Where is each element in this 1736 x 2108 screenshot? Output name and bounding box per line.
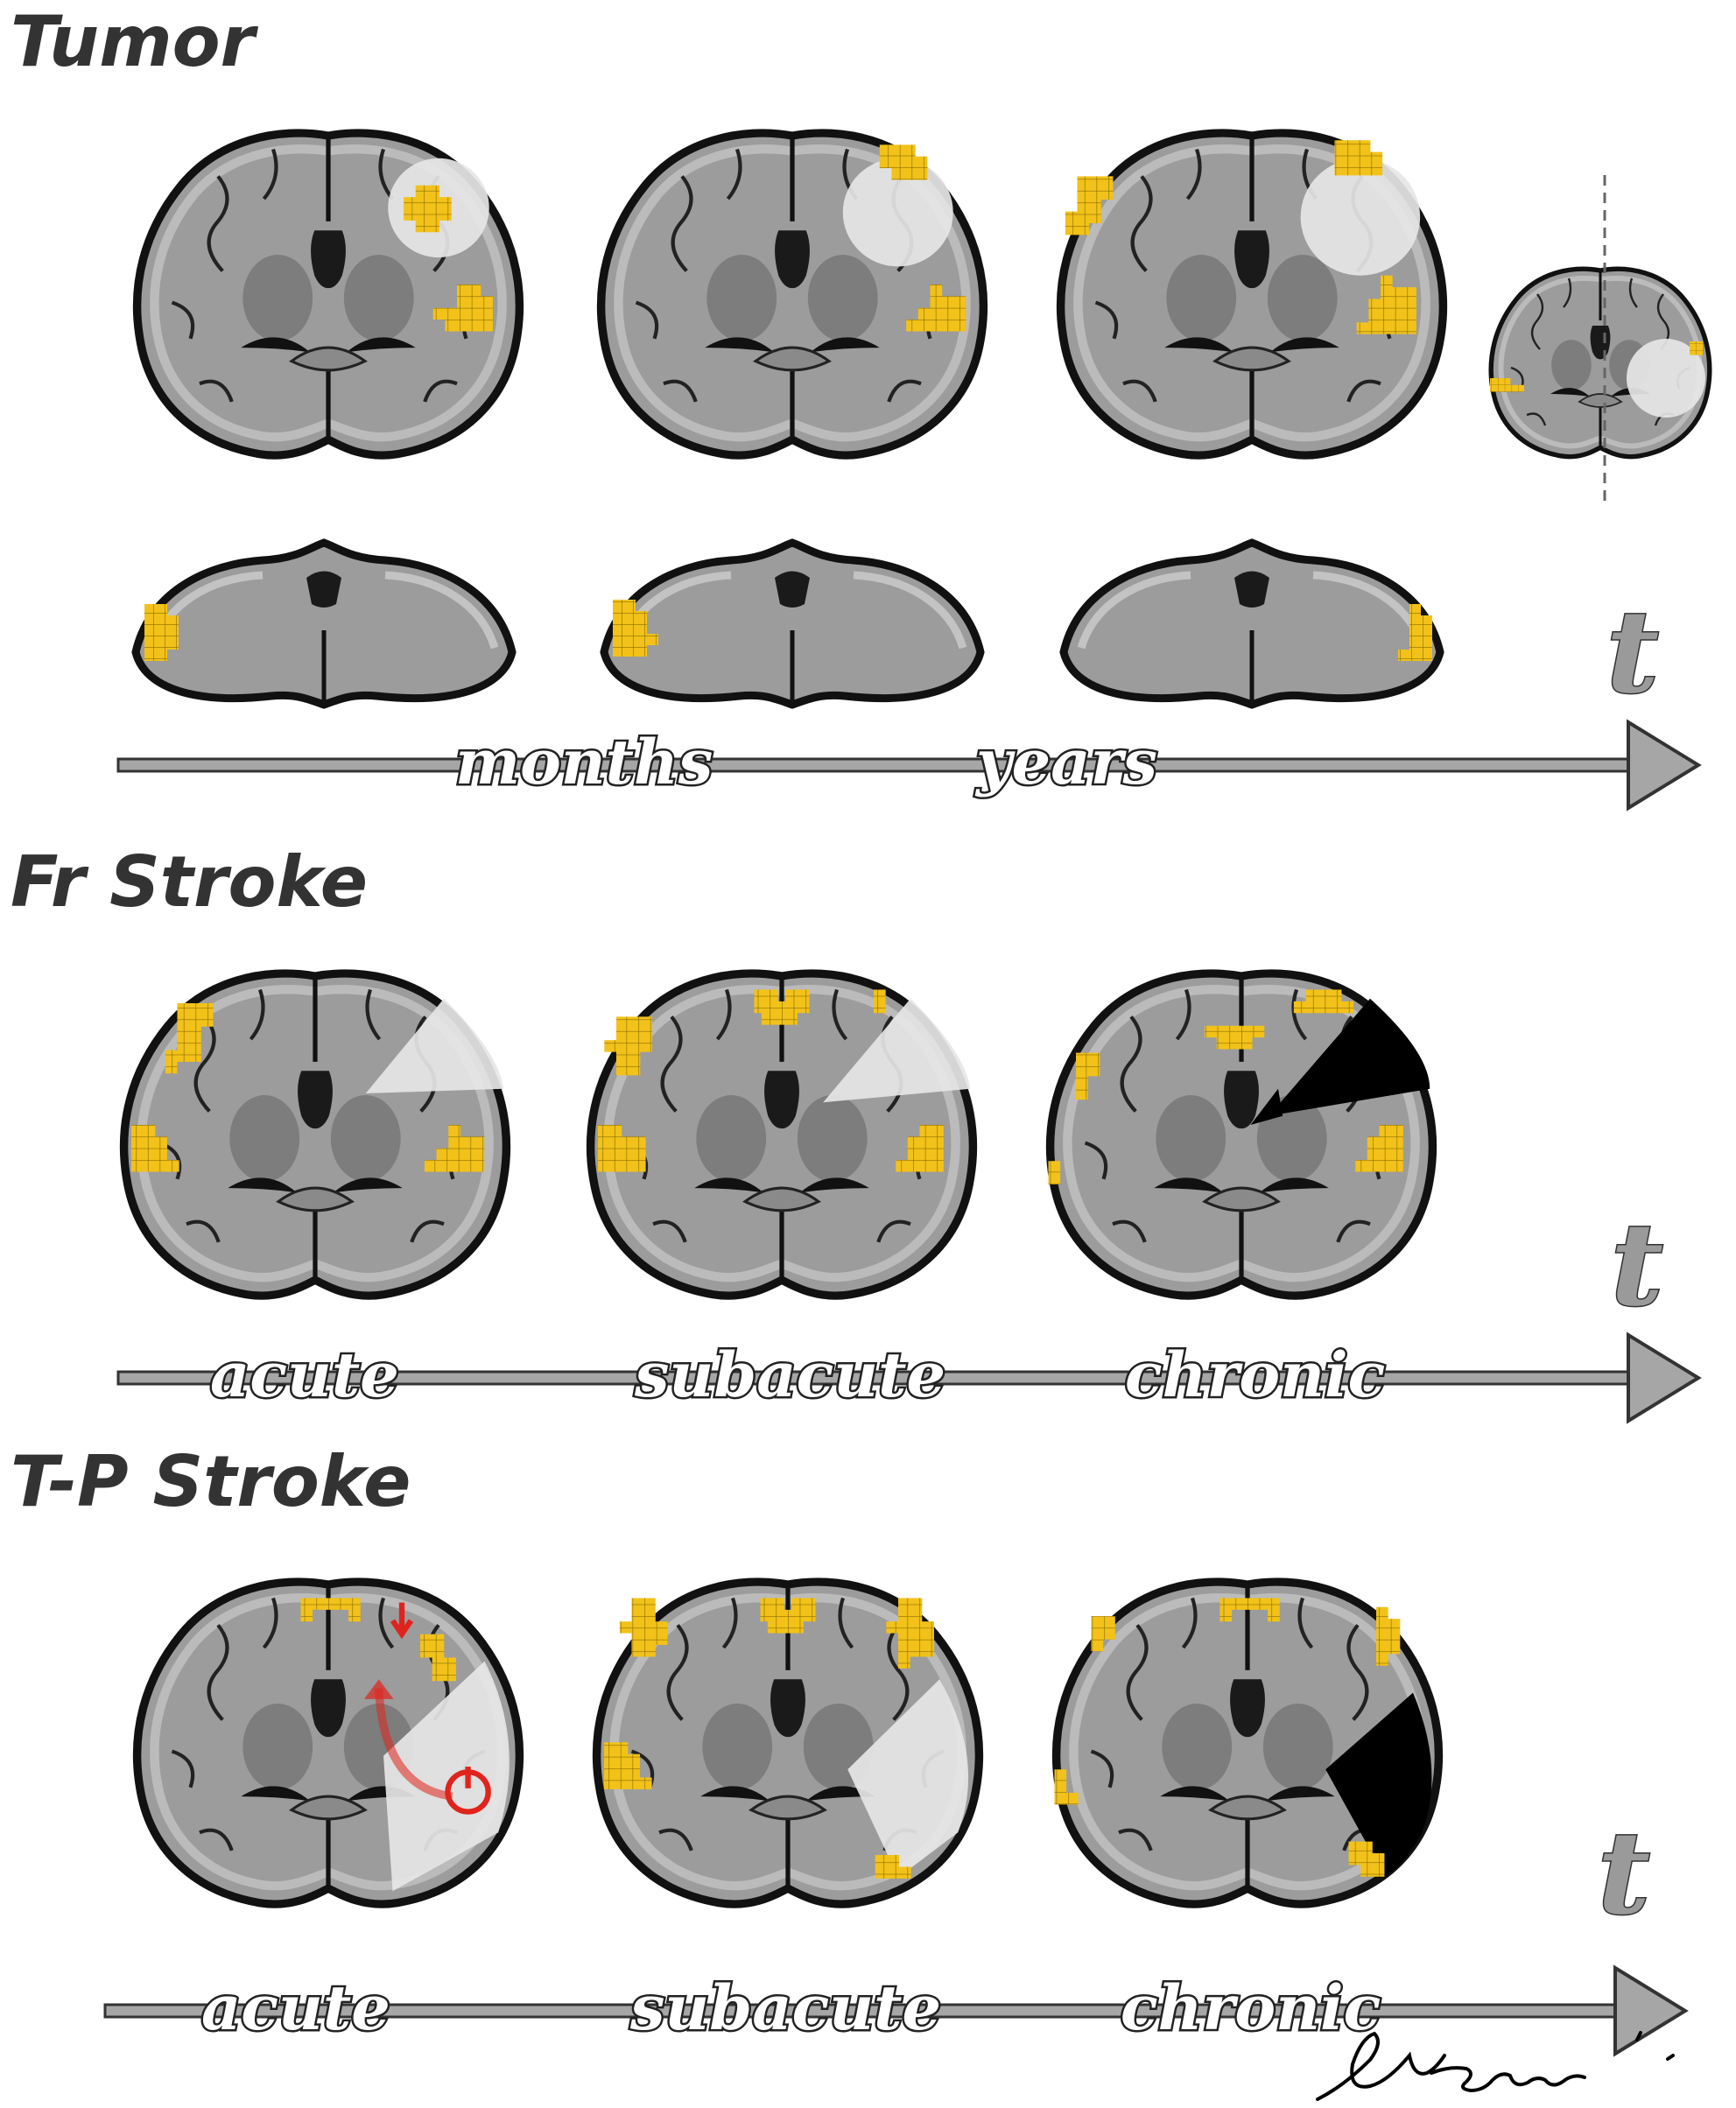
tumor-brain-3	[1061, 133, 1444, 455]
activation-cluster	[144, 604, 179, 661]
activation-cluster	[1076, 1052, 1100, 1100]
tumor-lesion	[1300, 158, 1421, 276]
activation-cluster	[1356, 275, 1416, 334]
fr-stroke-brain-3	[1049, 973, 1433, 1296]
stroke-lesion-chronic	[1325, 1692, 1432, 1878]
activation-cluster	[1398, 604, 1432, 661]
activation-cluster	[754, 989, 810, 1025]
activation-cluster	[432, 285, 493, 332]
red-down-arrow	[390, 1602, 414, 1640]
phase-label: subacute	[634, 1339, 945, 1411]
tumor-cerebellum-1	[136, 543, 512, 705]
artist-signature	[1316, 2031, 1675, 2101]
time-symbol: t	[1611, 1198, 1663, 1332]
activation-cluster	[1490, 378, 1524, 392]
tumor-brain-small	[1490, 269, 1710, 456]
tumor-cerebellum-2	[604, 543, 980, 705]
activation-cluster	[1219, 1598, 1280, 1622]
phase-label: years	[974, 726, 1157, 798]
tumor-lesion	[842, 158, 953, 267]
activation-cluster	[1091, 1616, 1115, 1652]
power-icon	[445, 1767, 491, 1815]
red-arrow	[375, 1688, 453, 1801]
activation-cluster	[598, 1125, 646, 1172]
activation-cluster	[879, 144, 928, 180]
timeline-arrow	[116, 1332, 1702, 1424]
activation-cluster	[1205, 1025, 1265, 1050]
activation-cluster	[165, 1002, 214, 1074]
activation-cluster	[1348, 1841, 1385, 1877]
tumor-lesion	[1627, 339, 1705, 418]
time-symbol: t	[1606, 585, 1659, 719]
stroke-lesion	[365, 998, 504, 1093]
time-symbol: t	[1598, 1806, 1650, 1940]
activation-cluster	[613, 600, 658, 657]
activation-cluster	[1355, 1125, 1403, 1172]
activation-cluster	[1293, 989, 1354, 1014]
timeline-arrow	[103, 1964, 1689, 2057]
activation-cluster	[1048, 1161, 1061, 1184]
phase-label: chronic	[1125, 1339, 1385, 1411]
red-arrow-head	[363, 1679, 394, 1699]
phase-label: months	[455, 726, 713, 798]
activation-cluster	[906, 285, 966, 332]
activation-cluster	[760, 1598, 816, 1634]
stroke-lesion	[847, 1679, 969, 1878]
timeline-arrow	[116, 719, 1702, 812]
activation-cluster	[874, 989, 886, 1014]
tumor-brain-1	[137, 133, 520, 455]
section-title-tp-stroke: T-P Stroke	[11, 1441, 411, 1522]
activation-cluster	[1065, 176, 1114, 235]
phase-label: subacute	[629, 1971, 941, 2044]
phase-label: acute	[210, 1339, 399, 1411]
activation-cluster	[875, 1855, 911, 1879]
section-title-tumor: Tumor	[11, 1, 259, 82]
activation-cluster	[424, 1125, 485, 1172]
phase-label: chronic	[1121, 1971, 1381, 2044]
tumor-cerebellum-3	[1064, 543, 1440, 705]
activation-cluster	[886, 1598, 934, 1669]
activation-cluster	[604, 1742, 652, 1789]
phase-label: acute	[201, 1971, 390, 2044]
activation-cluster	[1054, 1769, 1079, 1805]
tumor-brain-2	[601, 133, 984, 455]
fr-stroke-brain-2	[591, 973, 973, 1296]
stroke-lesion	[383, 1661, 510, 1892]
section-title-fr-stroke: Fr Stroke	[11, 841, 368, 923]
activation-cluster	[131, 1125, 179, 1172]
tp-stroke-brain-1	[137, 1582, 520, 1904]
stroke-lesion	[823, 998, 971, 1103]
activation-cluster	[1334, 140, 1383, 176]
tp-stroke-brain-3	[1055, 1582, 1439, 1904]
activation-cluster	[300, 1598, 361, 1622]
fr-stroke-brain-1	[124, 973, 507, 1296]
activation-cluster	[420, 1634, 456, 1682]
activation-cluster	[1376, 1606, 1401, 1666]
stroke-lesion-chronic	[1250, 998, 1430, 1125]
activation-cluster	[1690, 341, 1704, 355]
tp-stroke-brain-2	[597, 1582, 980, 1904]
